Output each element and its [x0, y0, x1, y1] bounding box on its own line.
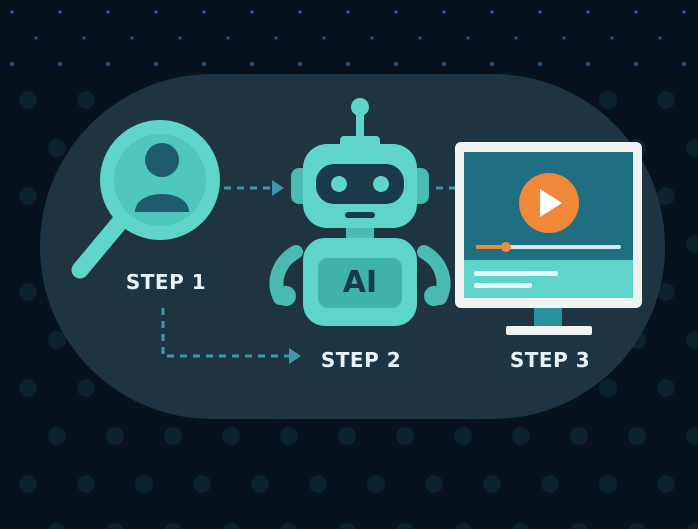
step-1-label: STEP 1 [114, 264, 218, 300]
step-2-label: STEP 2 [309, 342, 413, 378]
robot-chest-text: AI [342, 265, 378, 300]
connector-step1-to-step2-label [161, 308, 290, 358]
ai-robot-icon [269, 98, 451, 326]
video-monitor-icon [455, 142, 642, 335]
connector-arrowhead [272, 180, 284, 196]
connector-arrowhead [289, 348, 301, 364]
step-3-label: STEP 3 [498, 342, 602, 378]
user-search-icon [71, 120, 220, 279]
